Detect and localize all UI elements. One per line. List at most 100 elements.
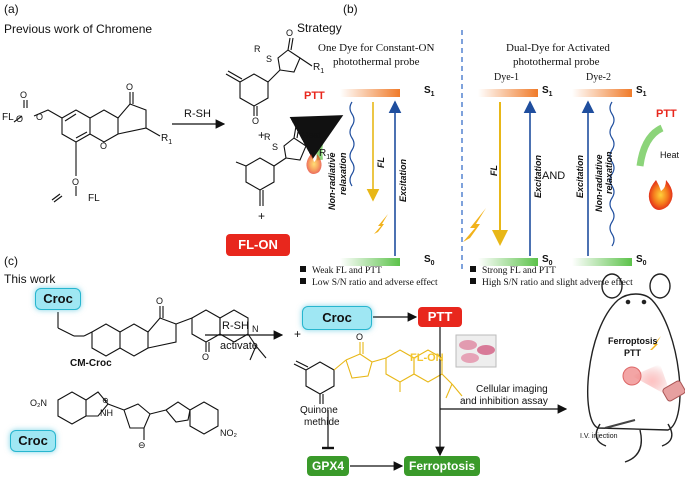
quinone-label-1: Quinone [300,405,338,416]
r1-label: R1 [161,133,173,146]
charge-plus: ⊕ [102,396,109,405]
no2-right-label: NO₂ [220,428,237,438]
croc-badge-product: Croc [302,306,372,330]
nonrad-label-left-2: relaxation [338,152,348,195]
mouse-label-1: Ferroptosis [608,336,658,346]
left-bullet-1: Weak FL and PTT [300,266,382,277]
activate-label: activate [220,340,258,352]
charge-minus: ⊖ [138,440,146,450]
quinone-methide-structure [293,360,335,404]
excitation-label-dye2: Excitation [575,154,585,198]
atom-o: O [36,112,44,122]
ptt-label-left: PTT [304,90,325,102]
panel-label-c: (c) [4,254,18,268]
atom-r: R [254,44,261,54]
nonrad-label-right-1: Non-radiative [594,154,604,212]
s0-label-dye1: S0 [542,254,553,267]
atom-o: O [292,116,300,126]
left-title-2: photothermal probe [333,56,420,68]
atom-o: O [16,114,24,124]
no2-left-label: O₂N [30,398,47,408]
atom-r: R [264,132,271,142]
mouse-illustration [587,273,681,463]
gpx4-badge: GPX4 [307,456,349,476]
heat-label-right: Heat [660,150,680,160]
flame-icon-large [648,180,673,210]
fl-on-badge-a: FL-ON [226,234,290,256]
fl-label-left: FL [376,157,386,168]
fl-left-label: FL [2,112,14,123]
chromene-structure [13,92,161,203]
atom-o: O [356,332,364,342]
s1-label-dye2: S1 [636,85,647,98]
s0-bar-left [340,258,400,266]
fl-bottom-label: FL [88,193,100,204]
heat-label-left: Heat [302,130,322,140]
flame-icon-small [306,154,322,174]
atom-o: O [72,177,80,187]
laser-device [662,380,685,402]
s1-bar-dye2 [572,89,632,97]
s1-bar-left [340,89,400,97]
fl-label-dye1: FL [489,165,499,176]
right-bullet-1: Strong FL and PTT [470,266,556,277]
and-label: AND [542,170,566,182]
lightning-icon-right [463,208,486,242]
s0-bar-dye2 [572,258,632,266]
reagent-label-c: R-SH [222,320,249,332]
atom-o: O [156,296,164,306]
s1-label-dye1: S1 [542,85,553,98]
right-bullet-2: High S/N ratio and slight adverse effect [470,278,633,289]
atom-o: O [126,82,134,92]
lightning-icon-mouse [650,336,661,350]
croc-badge-cm: Croc [35,288,81,310]
nonrad-label-right-2: relaxation [604,151,614,194]
laser-beam [632,364,672,398]
iv-label: I.V. injection [580,433,618,440]
nonrad-wave-left [349,101,355,187]
nonrad-label-left-1: Non-radiative [327,152,337,210]
left-bullet-2: Low S/N ratio and adverse effect [300,278,438,289]
lightning-icon-left [374,214,388,234]
croc-badge-structure: Croc [10,430,56,452]
petri-dish-image [455,334,497,368]
croc-dye-structure [57,391,219,440]
plus-sign: + [294,327,302,341]
dye1-label: Dye-1 [494,72,519,83]
dye2-label: Dye-2 [586,72,611,83]
strategy-label: Strategy [297,21,342,35]
syringe [604,419,636,429]
right-title-2: photothermal probe [513,56,600,68]
panel-label-a: (a) [4,2,19,16]
ptt-label-right: PTT [656,108,677,120]
panel-a-title: Previous work of Chromene [4,22,153,36]
atom-o: O [202,352,210,362]
heat-arrow-left [289,115,344,161]
s0-bar-dye1 [478,258,538,266]
heat-arrow-right [636,124,664,167]
atom-s: S [272,142,279,152]
fl-on-label-c: FL-ON [410,352,444,364]
panel-label-b: (b) [343,2,358,16]
mouse-label-2: PTT [624,348,641,358]
panel-c-title: This work [4,272,56,286]
s1-bar-dye1 [478,89,538,97]
fl-on-structure [333,342,463,399]
atom-o: O [20,90,28,100]
r1-label: R1 [319,148,331,161]
nh-label: NH [100,408,113,418]
s1-label-left: S1 [424,85,435,98]
cm-croc-structure [57,306,267,361]
atom-s: S [266,54,273,64]
plus-sign: + [258,128,266,142]
atom-o: O [286,28,294,38]
cellular-label-2: and inhibition assay [460,396,548,407]
atom-o: O [252,116,260,126]
cellular-label-1: Cellular imaging [476,384,548,395]
plus-sign: + [258,209,266,223]
atom-n: N [252,324,259,334]
atom-o: O [100,141,108,151]
product-quinone-1 [225,37,313,116]
nonrad-wave-right [609,101,615,247]
